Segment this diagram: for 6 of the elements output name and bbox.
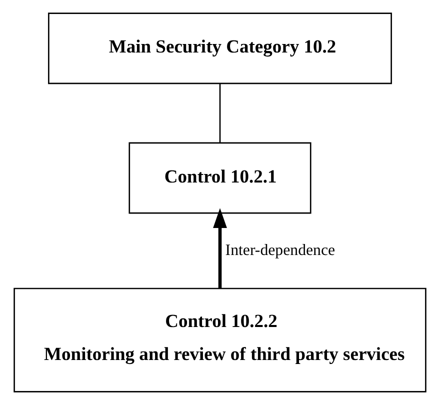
node-box: Control 10.2.2 Monitoring and review of third party services [14, 288, 426, 392]
arrow [213, 208, 227, 288]
edge-label: Inter-dependence [225, 242, 336, 259]
node-box: Control 10.2.1 [128, 142, 312, 214]
node-box: Main Security Category 10.2 [48, 12, 392, 84]
connector [219, 84, 221, 143]
